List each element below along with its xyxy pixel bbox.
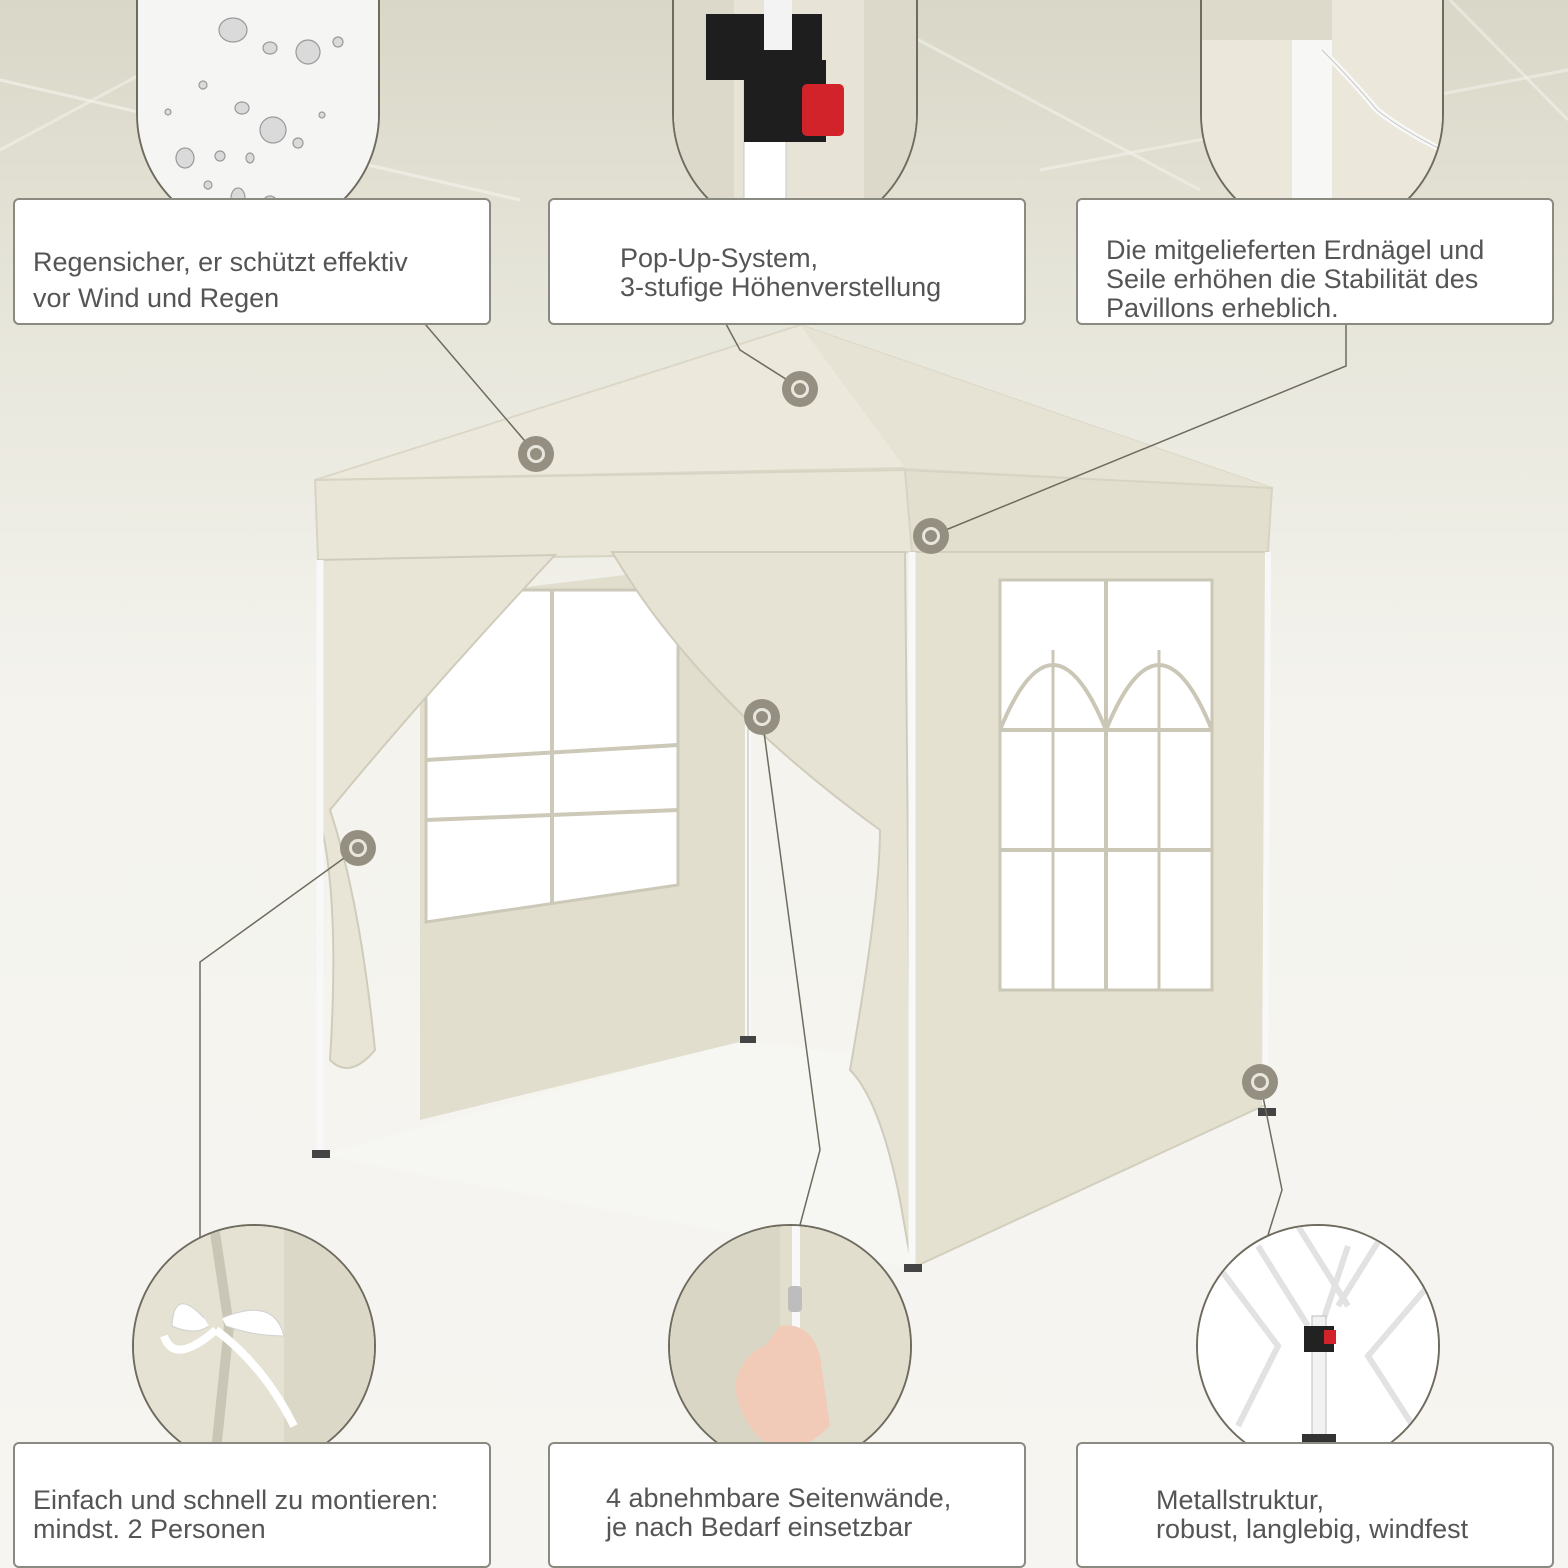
callout-frame-line1: Metallstruktur,: [1156, 1485, 1325, 1515]
detail-circle-frame: [1196, 1224, 1440, 1468]
rope-icon: [1202, 0, 1442, 234]
callout-frame-line2: robust, langlebig, windfest: [1156, 1514, 1469, 1544]
callout-popup-line1: Pop-Up-System,: [620, 243, 819, 273]
hotspot-sidewalls[interactable]: [744, 699, 780, 735]
callout-assembly-line2: mindst. 2 Personen: [33, 1514, 266, 1544]
tent-curtain-right: [610, 551, 913, 1269]
hotspot-popup[interactable]: [782, 371, 818, 407]
ribbon-tie-icon: [134, 1226, 374, 1466]
hotspot-frame[interactable]: [1242, 1064, 1278, 1100]
callout-assembly: Einfach und schnell zu montieren: mindst…: [13, 1442, 491, 1568]
detail-circle-assembly: [132, 1224, 376, 1468]
callout-sidewalls-line2: je nach Bedarf einsetzbar: [606, 1512, 913, 1542]
callout-rain-line2: vor Wind und Regen: [33, 283, 280, 313]
hotspot-rain[interactable]: [518, 436, 554, 472]
callout-frame: Metallstruktur, robust, langlebig, windf…: [1076, 1442, 1554, 1568]
detail-circle-sidewalls: [668, 1224, 912, 1468]
detail-circle-rain: [136, 0, 380, 236]
hotspot-assembly[interactable]: [340, 830, 376, 866]
zipper-hand-icon: [670, 1226, 910, 1466]
leader-lines: [199, 323, 1347, 1240]
hotspot-stakes[interactable]: [913, 518, 949, 554]
callout-popup: Pop-Up-System, 3-stufige Höhenverstellun…: [548, 198, 1026, 325]
detail-circle-stakes: [1200, 0, 1444, 236]
callout-sidewalls: 4 abnehmbare Seitenwände, je nach Bedarf…: [548, 1442, 1026, 1568]
tent-valance-front: [313, 468, 914, 562]
callout-stakes-line1: Die mitgelieferten Erdnägel und: [1106, 235, 1485, 265]
callout-stakes-line3: Pavillons erheblich.: [1106, 293, 1339, 323]
tent-curtain-left: [316, 553, 558, 1069]
callout-sidewalls-line1: 4 abnehmbare Seitenwände,: [606, 1483, 952, 1513]
callout-rain: Regensicher, er schützt effektiv vor Win…: [13, 198, 491, 325]
callout-stakes-line2: Seile erhöhen die Stabilität des: [1106, 264, 1479, 294]
metal-frame-icon: [1198, 1226, 1438, 1466]
callout-rain-line1: Regensicher, er schützt effektiv: [33, 247, 408, 277]
callout-assembly-line1: Einfach und schnell zu montieren:: [33, 1485, 439, 1515]
water-drops-icon: [138, 0, 378, 234]
callout-stakes: Die mitgelieferten Erdnägel und Seile er…: [1076, 198, 1554, 325]
callout-popup-line2: 3-stufige Höhenverstellung: [620, 272, 942, 302]
